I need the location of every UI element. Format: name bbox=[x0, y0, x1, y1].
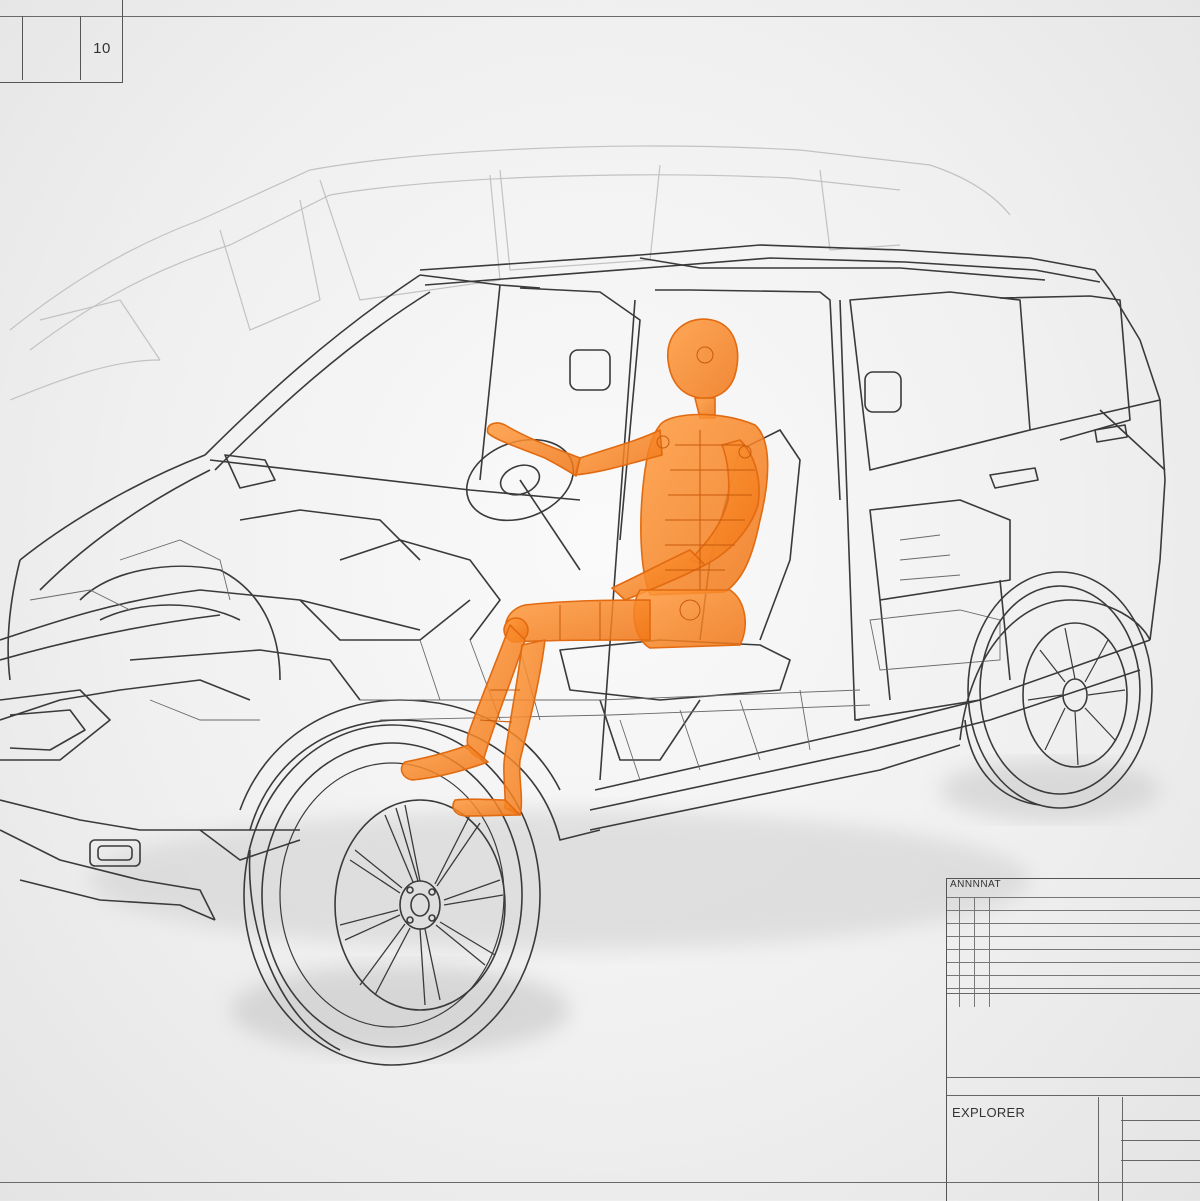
frame-bottom bbox=[0, 1182, 1200, 1183]
sheet-box-divider bbox=[22, 16, 23, 80]
sheet-number: 10 bbox=[93, 39, 111, 57]
title-block-divider bbox=[959, 897, 960, 1007]
title-block-divider bbox=[1121, 1160, 1200, 1161]
sheet-number-box: 10 bbox=[0, 0, 123, 83]
title-block-divider bbox=[947, 1077, 1200, 1078]
title-block-divider bbox=[1122, 1097, 1123, 1201]
crash-test-dummy bbox=[400, 318, 769, 817]
ghost-suv-outline bbox=[9, 145, 1011, 401]
title-block-divider bbox=[1121, 1140, 1200, 1141]
table-row bbox=[947, 923, 1200, 936]
title-block-divider bbox=[989, 897, 990, 1007]
title-block-divider bbox=[1098, 1097, 1099, 1201]
title-block-header: ANNNNAT bbox=[950, 879, 1002, 890]
title-block-divider bbox=[947, 993, 1200, 994]
title-block-divider bbox=[947, 1095, 1200, 1096]
table-row bbox=[947, 962, 1200, 975]
chassis-detail bbox=[29, 534, 1001, 781]
wheel-rear bbox=[964, 571, 1153, 809]
table-row bbox=[947, 975, 1200, 988]
wheel-front bbox=[243, 724, 541, 1066]
sheet-box-divider bbox=[80, 16, 81, 80]
title-block-divider bbox=[974, 897, 975, 1007]
title-block-rows bbox=[947, 897, 1200, 1001]
suv-wireframe bbox=[0, 244, 1166, 921]
model-name: EXPLORER bbox=[952, 1105, 1026, 1120]
table-row bbox=[947, 910, 1200, 923]
table-row bbox=[947, 949, 1200, 962]
table-row bbox=[947, 897, 1200, 910]
title-block: ANNNNAT EXPLORER bbox=[946, 878, 1200, 1201]
frame-top bbox=[0, 16, 1200, 17]
table-row bbox=[947, 936, 1200, 949]
title-block-divider bbox=[1121, 1120, 1200, 1121]
table-row bbox=[947, 988, 1200, 1001]
